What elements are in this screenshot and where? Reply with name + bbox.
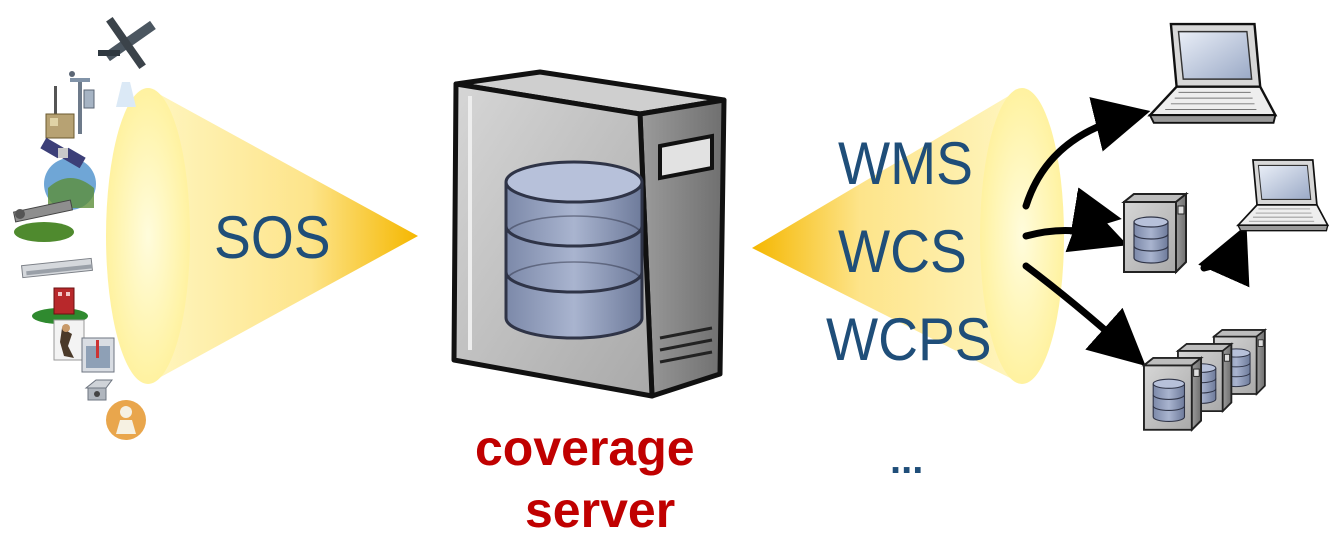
database-server-icon <box>1123 193 1187 273</box>
laptop-icon <box>1237 159 1329 232</box>
database-icon <box>504 160 644 340</box>
sensor-icons-column <box>13 16 156 440</box>
drone-icon <box>98 16 156 107</box>
building-sensor-icon <box>32 287 88 324</box>
weather-station-icon <box>69 71 95 134</box>
person-sensor-icon <box>106 400 146 440</box>
rail-sensor-icon <box>21 257 93 279</box>
client-arrows <box>1022 97 1250 366</box>
field-sensor-icon <box>45 86 75 139</box>
arrow-to-server-curl <box>1070 187 1122 235</box>
arrow-to-laptop-1 <box>1022 97 1151 210</box>
tank-sensor-icon <box>81 337 115 373</box>
laptop-icon <box>1148 22 1277 124</box>
ground-station-icon <box>13 199 74 242</box>
sos-label: SOS <box>214 204 331 271</box>
arrow-to-cluster <box>1022 262 1146 366</box>
left-data-cone <box>106 88 418 384</box>
wcs-label: WCS <box>838 218 967 285</box>
more-protocols-ellipsis: ... <box>890 438 924 482</box>
camera-sensor-icon <box>84 379 113 401</box>
wcps-label: WCPS <box>826 306 992 373</box>
right-data-cone <box>752 88 1064 384</box>
arrow-server-to-laptop-2 <box>1198 224 1250 288</box>
arrow-to-server <box>1022 199 1128 253</box>
server-caption-line1: coverage <box>475 420 695 476</box>
coverage-server-icon <box>451 69 727 399</box>
satellite-icon <box>40 137 96 210</box>
wms-label: WMS <box>838 130 973 197</box>
diver-icon <box>53 319 85 361</box>
server-caption-line2: server <box>525 482 676 538</box>
server-cluster-icon <box>1143 329 1266 431</box>
